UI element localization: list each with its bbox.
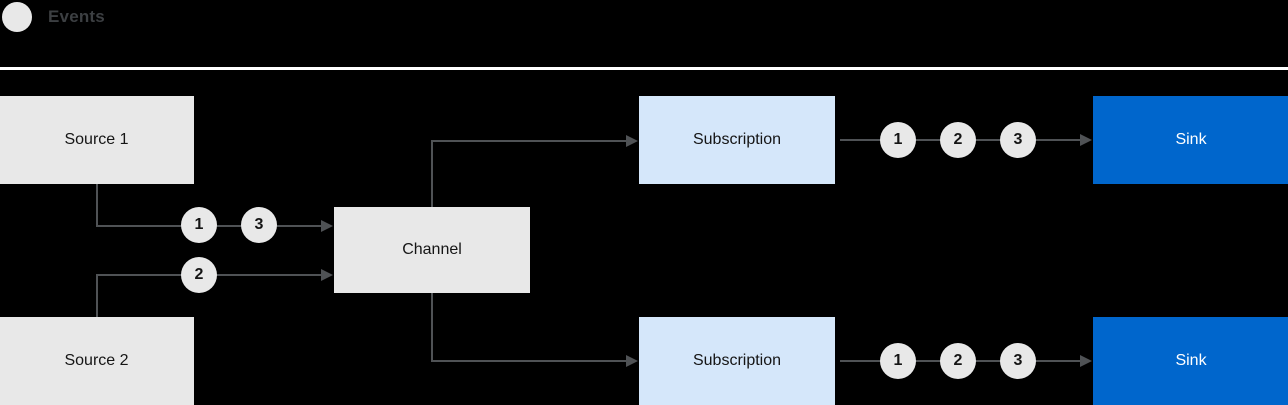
legend-label: Events bbox=[48, 6, 105, 26]
node-sink-1[interactable]: Sink bbox=[1093, 96, 1288, 184]
node-source-2[interactable]: Source 2 bbox=[0, 317, 194, 405]
node-label: Sink bbox=[1175, 352, 1207, 369]
event-dot-icon bbox=[2, 1, 32, 32]
node-subscription-2[interactable]: Subscription bbox=[639, 317, 835, 405]
event-bubble: 1 bbox=[880, 122, 916, 158]
legend: Events bbox=[0, 0, 105, 33]
node-subscription-1[interactable]: Subscription bbox=[639, 96, 835, 184]
node-label: Subscription bbox=[692, 131, 782, 148]
event-bubble: 1 bbox=[880, 343, 916, 379]
node-source-1[interactable]: Source 1 bbox=[0, 96, 194, 184]
event-bubble: 2 bbox=[181, 257, 217, 293]
node-label: Channel bbox=[402, 241, 462, 258]
event-bubble: 3 bbox=[1000, 122, 1036, 158]
header-divider bbox=[0, 67, 1288, 70]
event-bubble: 3 bbox=[1000, 343, 1036, 379]
event-bubble: 1 bbox=[181, 207, 217, 243]
node-channel[interactable]: Channel bbox=[334, 207, 530, 293]
node-label: Source 2 bbox=[64, 352, 129, 369]
node-label: Source 1 bbox=[64, 131, 129, 148]
node-label: Subscription bbox=[692, 352, 782, 369]
event-bubble: 2 bbox=[940, 122, 976, 158]
node-label: Sink bbox=[1175, 131, 1207, 148]
event-bubble: 2 bbox=[940, 343, 976, 379]
node-sink-2[interactable]: Sink bbox=[1093, 317, 1288, 405]
event-bubble: 3 bbox=[241, 207, 277, 243]
